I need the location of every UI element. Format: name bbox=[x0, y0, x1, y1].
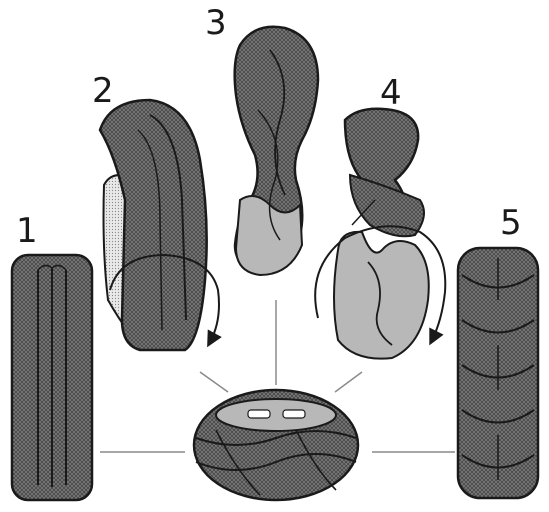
step-label-2: 2 bbox=[92, 71, 114, 111]
step-label-1: 1 bbox=[16, 211, 38, 251]
step-label-5: 5 bbox=[500, 203, 522, 243]
folded-dough-icon bbox=[100, 100, 219, 350]
connector-line-4 bbox=[335, 372, 362, 392]
braided-ring-icon bbox=[194, 390, 358, 500]
partially-braided-dough-icon bbox=[315, 109, 445, 359]
braided-loaf-icon bbox=[458, 248, 538, 498]
twisted-dough-icon bbox=[235, 27, 318, 275]
step-label-4: 4 bbox=[380, 73, 402, 113]
connector-line-2 bbox=[200, 372, 228, 392]
rolled-dough-sheet-icon bbox=[12, 255, 92, 500]
step-label-3: 3 bbox=[205, 3, 227, 43]
